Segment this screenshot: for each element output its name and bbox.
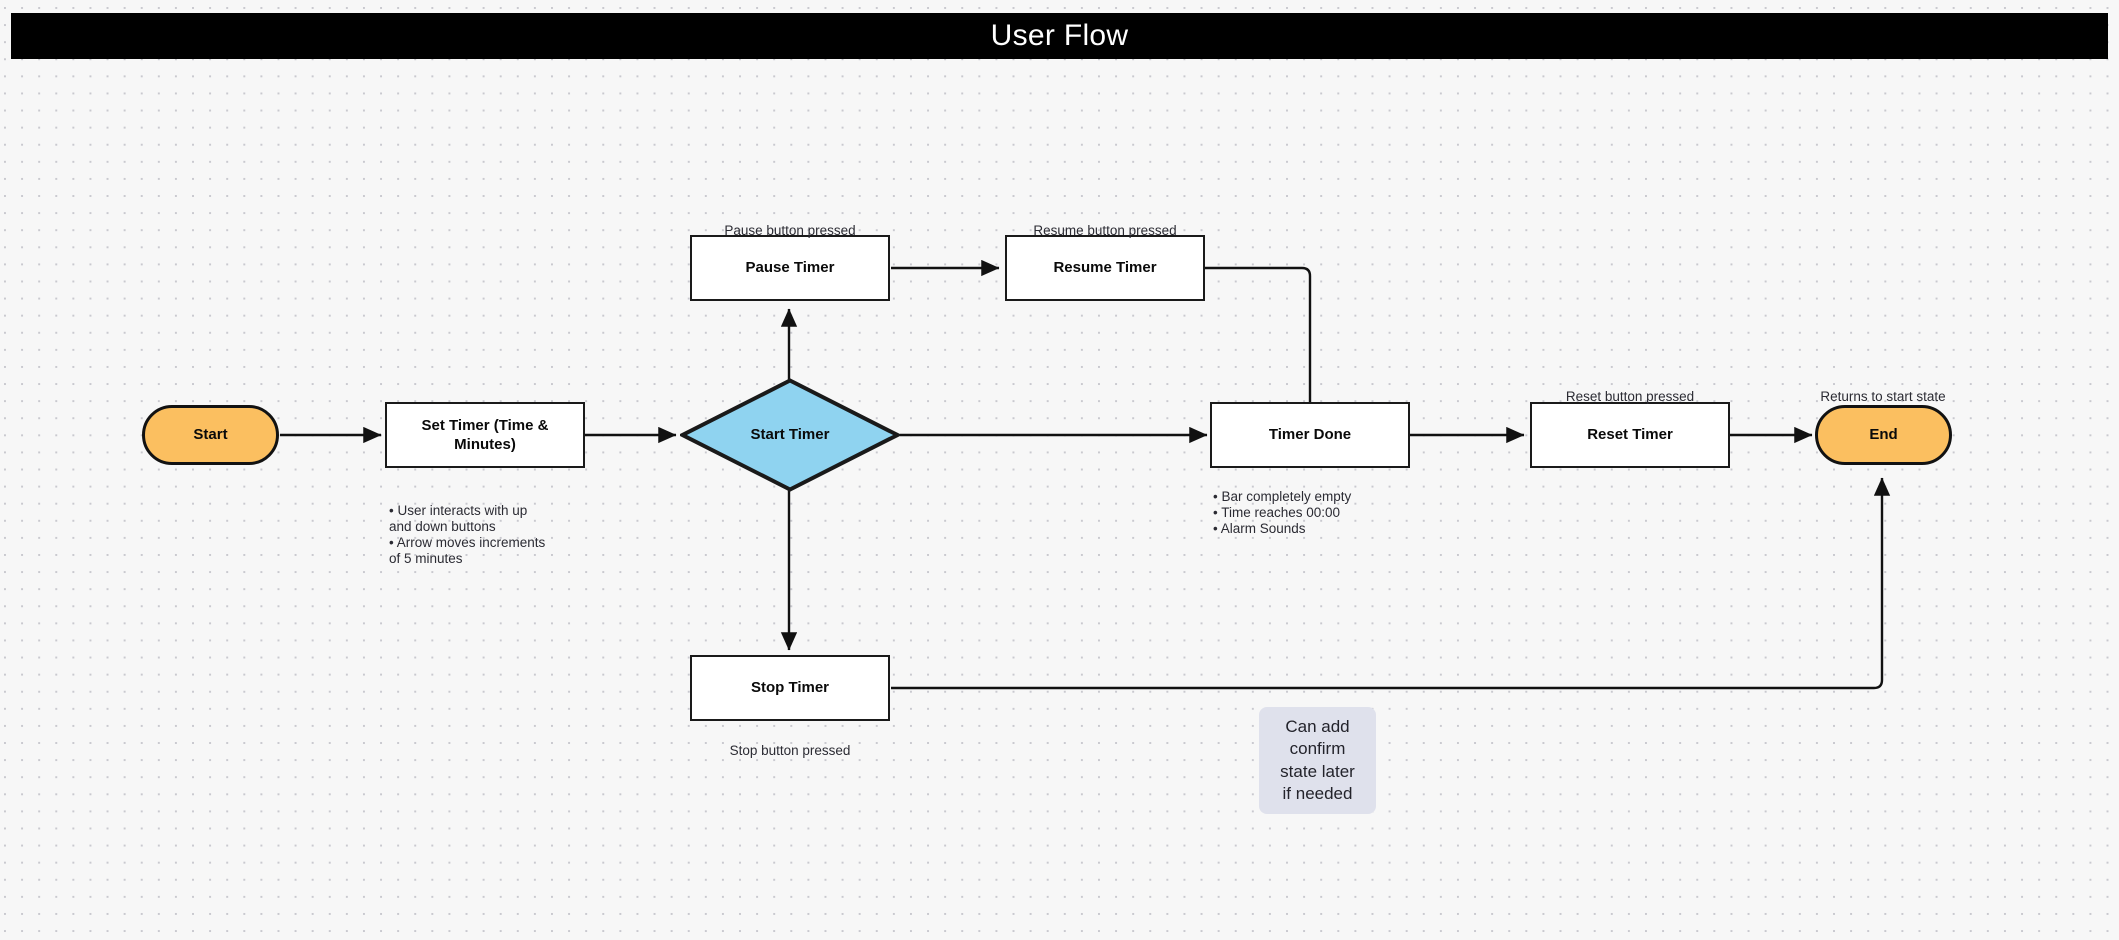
notes-timer-done-text: • Bar completely empty • Time reaches 00…: [1213, 489, 1352, 537]
node-resume-timer-label: Resume Timer: [1053, 259, 1157, 277]
node-timer-done-label: Timer Done: [1268, 426, 1352, 444]
annotation-resume-edge-text: Resume button pressed: [1033, 223, 1177, 239]
diamond-shape: [680, 378, 900, 492]
node-stop-timer-label: Stop Timer: [750, 679, 830, 697]
node-start-label: Start: [193, 426, 228, 444]
node-start-timer-label: Start Timer: [750, 426, 830, 444]
page-title: User Flow: [990, 19, 1129, 52]
header-bar: User Flow: [11, 13, 2108, 59]
notes-timer-done: • Bar completely empty • Time reaches 00…: [1213, 473, 1433, 537]
node-reset-timer[interactable]: Reset Timer: [1530, 402, 1730, 468]
node-pause-timer[interactable]: Pause Timer: [690, 235, 890, 301]
annotation-pause-edge-text: Pause button pressed: [724, 223, 856, 239]
node-start[interactable]: Start: [142, 405, 279, 465]
node-timer-done[interactable]: Timer Done: [1210, 402, 1410, 468]
node-pause-timer-label: Pause Timer: [745, 259, 835, 277]
annotation-stop-edge: Stop button pressed: [690, 727, 890, 759]
notes-set-timer-text: • User interacts with up and down button…: [389, 503, 546, 567]
node-set-timer-label: Set Timer (Time & Minutes): [421, 416, 549, 453]
node-stop-timer[interactable]: Stop Timer: [690, 655, 890, 721]
node-set-timer[interactable]: Set Timer (Time & Minutes): [385, 402, 585, 468]
annotation-pause-edge: Pause button pressed: [690, 207, 890, 239]
node-start-timer[interactable]: Start Timer: [680, 378, 900, 492]
annotation-end-edge: Returns to start state: [1783, 373, 1983, 405]
annotation-stop-edge-text: Stop button pressed: [729, 743, 851, 759]
sticky-note-confirm-state[interactable]: Can add confirm state later if needed: [1259, 707, 1376, 814]
annotation-resume-edge: Resume button pressed: [1005, 207, 1205, 239]
annotation-reset-edge: Reset button pressed: [1530, 373, 1730, 405]
node-resume-timer[interactable]: Resume Timer: [1005, 235, 1205, 301]
annotation-end-edge-text: Returns to start state: [1820, 389, 1946, 405]
node-reset-timer-label: Reset Timer: [1587, 426, 1673, 444]
node-end-label: End: [1869, 426, 1898, 444]
node-end[interactable]: End: [1815, 405, 1952, 465]
sticky-note-text: Can add confirm state later if needed: [1280, 716, 1355, 803]
annotation-reset-edge-text: Reset button pressed: [1565, 389, 1695, 405]
notes-set-timer: • User interacts with up and down button…: [389, 487, 599, 567]
